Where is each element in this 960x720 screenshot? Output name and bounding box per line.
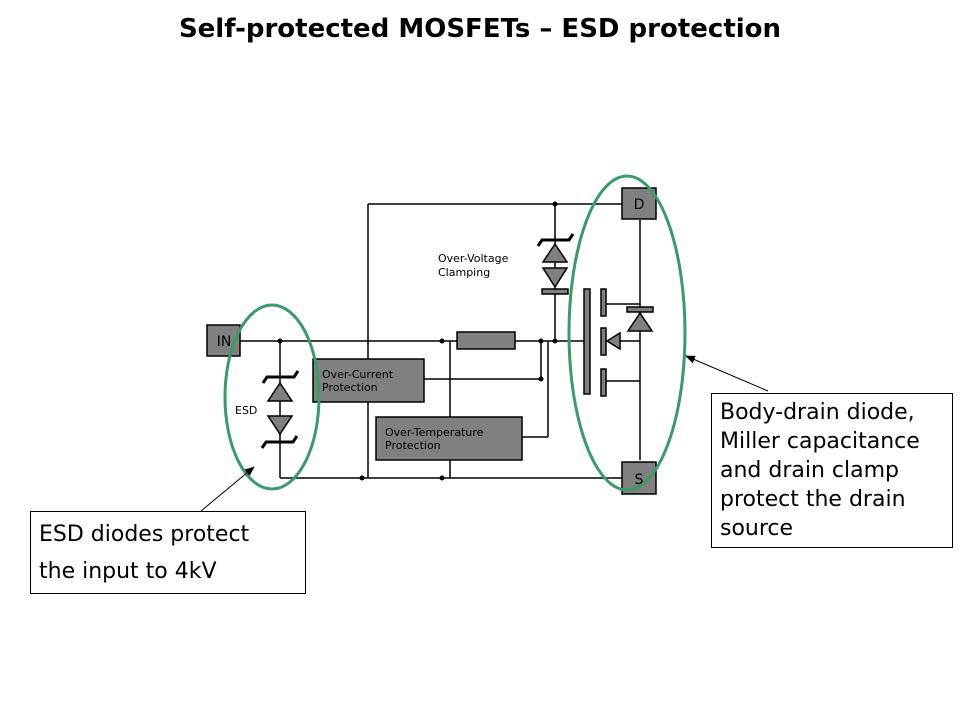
drain-callout-line-3: and drain clamp [720, 458, 900, 483]
over-temperature-label-2: Protection [385, 439, 441, 452]
terminal-d [621, 187, 657, 220]
drain-callout: Body-drain diode, Miller capacitance and… [711, 393, 953, 548]
drain-callout-line-4: protect the drain [720, 487, 906, 512]
right-callout-arrow [685, 355, 769, 392]
over-temperature-label-1: Over-Temperature [385, 426, 484, 439]
drain-callout-line-5: source [720, 516, 794, 541]
terminal-d-label: D [634, 197, 645, 213]
mosfet-highlight-ellipse [567, 174, 687, 492]
drain-callout-line-2: Miller capacitance [720, 429, 920, 454]
terminal-s-label: S [635, 472, 644, 488]
esd-callout: ESD diodes protect the input to 4kV [30, 511, 306, 594]
left-callout-arrow [200, 466, 255, 512]
esd-callout-line-2: the input to 4kV [39, 559, 217, 584]
esd-callout-line-1: ESD diodes protect [39, 522, 250, 547]
over-voltage-label-2: Clamping [438, 266, 490, 279]
mosfet-symbol [583, 288, 621, 397]
gate-resistor [456, 331, 516, 350]
esd-zener [260, 370, 300, 449]
esd-label: ESD [235, 404, 257, 417]
over-current-label-2: Protection [322, 381, 378, 394]
esd-highlight-ellipse [223, 303, 321, 491]
over-voltage-label-1: Over-Voltage [438, 252, 509, 265]
circuit-wires [237, 203, 641, 479]
over-voltage-zener [536, 233, 575, 295]
body-diode [626, 306, 654, 332]
drain-callout-line-1: Body-drain diode, [720, 400, 915, 425]
page-title: Self-protected MOSFETs – ESD protection [178, 14, 782, 44]
junction-dots [277, 201, 558, 481]
terminal-in-label: IN [217, 334, 232, 350]
over-current-label-1: Over-Current [322, 368, 394, 381]
over-temperature-block [375, 416, 523, 461]
over-current-block [312, 358, 425, 403]
